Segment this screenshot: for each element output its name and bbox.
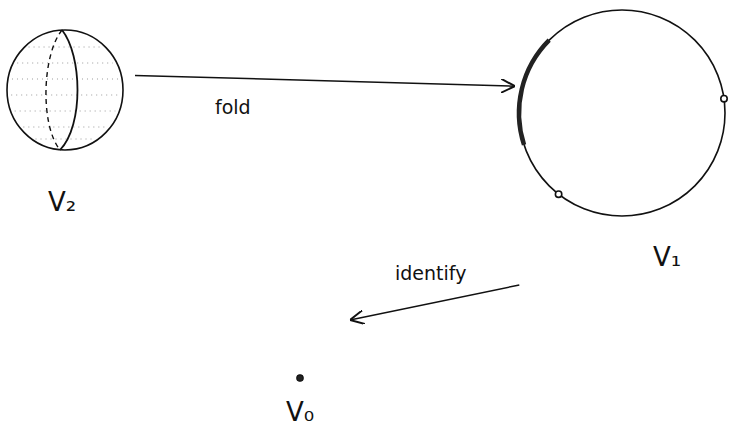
figure-drawing [515, 5, 730, 285]
shading-line [17, 63, 113, 64]
back-meridian [46, 30, 62, 150]
front-meridian [60, 30, 78, 150]
sphere-outline [7, 30, 123, 150]
shading-line [36, 139, 95, 140]
circle-outline [519, 10, 725, 216]
arrow-label: identify [392, 262, 469, 285]
circle-figure: V₁ [515, 5, 730, 285]
map-arrow [350, 285, 519, 320]
map-arrow [135, 75, 515, 86]
folded-arc [519, 40, 549, 145]
point-figure: V₀ [280, 320, 350, 431]
shading-line [15, 111, 116, 112]
marked-point [721, 95, 727, 101]
shading-line [11, 95, 119, 96]
arrow-label: fold [212, 96, 254, 119]
marked-point [555, 191, 561, 197]
sphere-figure: V₂ [0, 25, 135, 235]
shading-line [23, 127, 106, 128]
space-label: V₁ [653, 243, 681, 272]
shading-line [29, 47, 102, 48]
space-label: V₀ [286, 398, 314, 427]
space-label: V₂ [48, 188, 76, 217]
shading-line [12, 79, 118, 80]
point-dot [297, 375, 303, 381]
